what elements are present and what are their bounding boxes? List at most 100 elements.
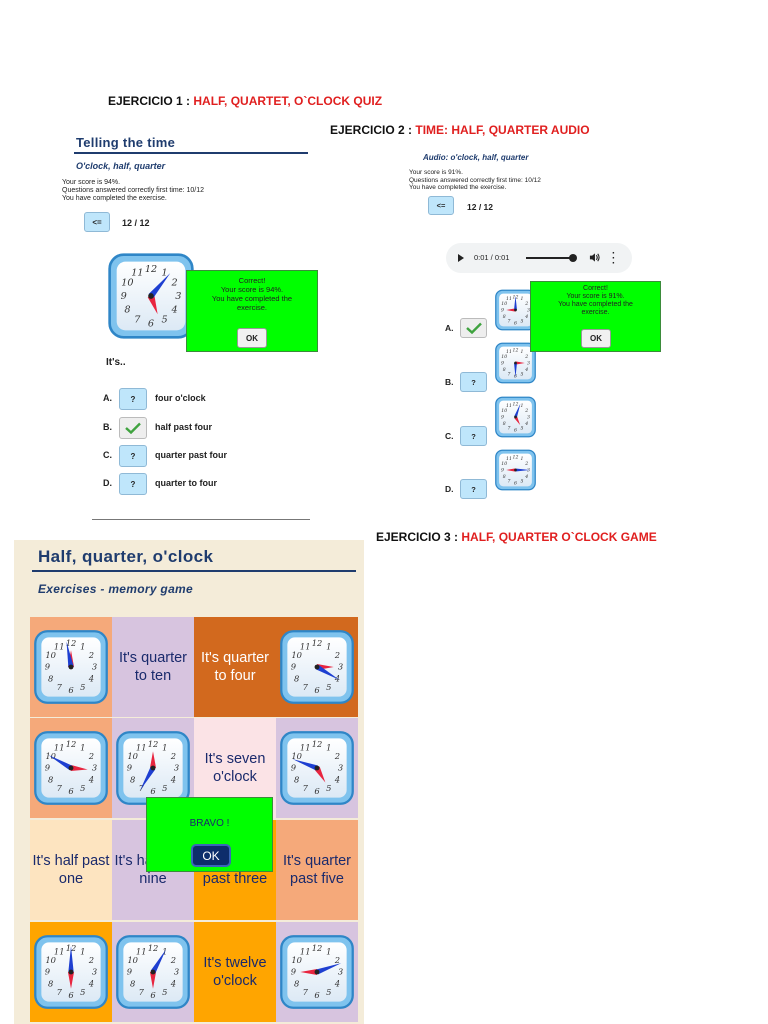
clock-numeral: 1	[326, 742, 331, 752]
clock-numeral: 7	[303, 783, 309, 793]
back-button[interactable]: <=	[84, 212, 110, 232]
clock-numeral: 3	[338, 662, 343, 672]
hour-hand	[149, 972, 157, 989]
answer-button-d[interactable]: ?	[119, 473, 147, 495]
more-vert-icon[interactable]: ···	[612, 248, 616, 269]
clock-numeral: 10	[121, 277, 133, 288]
answer-button-b[interactable]: ?	[460, 372, 487, 392]
clock-numeral: 5	[326, 783, 331, 793]
clock-numeral: 2	[524, 461, 528, 467]
clock-numeral: 9	[127, 967, 133, 977]
heading-label: EJERCICIO 2 :	[330, 123, 413, 137]
clock-numeral: 11	[506, 403, 512, 409]
clock-numeral: 9	[291, 763, 297, 773]
back-button[interactable]: <=	[428, 196, 454, 215]
bottom-divider	[92, 519, 310, 520]
question-counter: 12 / 12	[467, 202, 493, 212]
memory-card[interactable]: It's quarter past five	[276, 820, 358, 920]
volume-icon[interactable]	[589, 252, 600, 263]
ok-button[interactable]: OK	[191, 844, 231, 867]
clock-numeral: 5	[162, 783, 167, 793]
memory-card[interactable]: It's quarter to four	[194, 617, 276, 717]
clock-numeral: 7	[57, 783, 63, 793]
clock-numeral: 6	[314, 786, 320, 796]
clock-numeral: 11	[54, 641, 65, 651]
memory-card[interactable]: It's quarter to ten	[112, 617, 194, 717]
popup-line: Your score is 94%.	[220, 285, 284, 294]
audio-panel: Audio: o'clock, half, quarter Your score…	[398, 146, 662, 516]
clock-numeral: 10	[291, 650, 302, 660]
popup-line: exercise.	[581, 309, 610, 316]
clock-numeral: 5	[162, 315, 168, 326]
clock-numeral: 2	[524, 301, 528, 307]
heading-label: EJERCICIO 3 :	[376, 530, 459, 544]
clock-pivot	[148, 293, 154, 299]
clock-numeral: 7	[303, 682, 309, 692]
clock-numeral: 6	[514, 320, 517, 326]
popup-line: Correct!	[238, 276, 266, 285]
clock-numeral: 6	[514, 427, 517, 433]
clock-numeral: 9	[127, 763, 133, 773]
memory-game-panel: Half, quarter, o'clock Exercises - memor…	[14, 540, 364, 1024]
option-letter: B.	[445, 377, 454, 387]
clock-numeral: 10	[127, 955, 138, 965]
score-line: Your score is 94%.	[62, 179, 121, 186]
option-letter: B.	[103, 422, 112, 432]
play-icon[interactable]	[458, 254, 464, 262]
game-title: Half, quarter, o'clock	[38, 547, 214, 566]
heading-ex2: EJERCICIO 2 : TIME: HALF, QUARTER AUDIO	[330, 123, 590, 137]
audio-seek-bar[interactable]	[526, 257, 572, 259]
clock-numeral: 1	[326, 641, 331, 651]
clock-numeral: 1	[80, 742, 85, 752]
clock-numeral: 7	[303, 987, 309, 997]
clock-numeral: 10	[45, 650, 56, 660]
answer-button-a[interactable]: ?	[119, 388, 147, 410]
memory-card[interactable]: It's half past one	[30, 820, 112, 920]
hour-hand	[300, 968, 317, 976]
card-text: It's twelve o'clock	[203, 955, 267, 989]
option-text: half past four	[155, 422, 213, 432]
clock-numeral: 1	[162, 267, 168, 278]
clock-numeral: 2	[334, 955, 340, 965]
answer-button-c[interactable]: ?	[119, 445, 147, 467]
clock-pivot	[514, 415, 517, 419]
hour-hand	[147, 294, 158, 315]
popup-message: BRAVO !	[189, 818, 230, 829]
ok-button[interactable]: OK	[581, 329, 611, 348]
heading-ex1: EJERCICIO 1 : HALF, QUARTET, O`CLOCK QUI…	[108, 94, 382, 108]
clock-numeral: 6	[148, 318, 154, 329]
clock-numeral: 11	[506, 456, 512, 462]
ok-button[interactable]: OK	[237, 328, 267, 348]
clock-numeral: 11	[131, 267, 143, 278]
audio-seek-handle[interactable]	[569, 254, 577, 262]
clock-numeral: 3	[527, 467, 530, 473]
clock-numeral: 8	[48, 774, 53, 784]
card-text: It's half past one	[32, 853, 110, 887]
score-line: You have completed the exercise.	[62, 195, 167, 202]
clock-numeral: 3	[527, 307, 530, 313]
clock-numeral: 12	[312, 638, 323, 648]
clock-numeral: 4	[170, 774, 176, 784]
answer-button-a[interactable]	[460, 318, 487, 338]
clock-numeral: 1	[521, 403, 524, 409]
answer-button-d[interactable]: ?	[460, 479, 487, 499]
answer-option-d: D. ? quarter to four	[103, 473, 303, 495]
clock-numeral: 10	[501, 461, 507, 467]
answer-button-b[interactable]	[119, 417, 147, 439]
question-prompt: It's..	[106, 357, 126, 368]
memory-card[interactable]: It's twelve o'clock	[194, 922, 276, 1022]
hour-hand	[314, 766, 326, 783]
clock-numeral: 7	[508, 319, 511, 325]
clock-numeral: 8	[503, 421, 506, 427]
answer-button-c[interactable]: ?	[460, 426, 487, 446]
